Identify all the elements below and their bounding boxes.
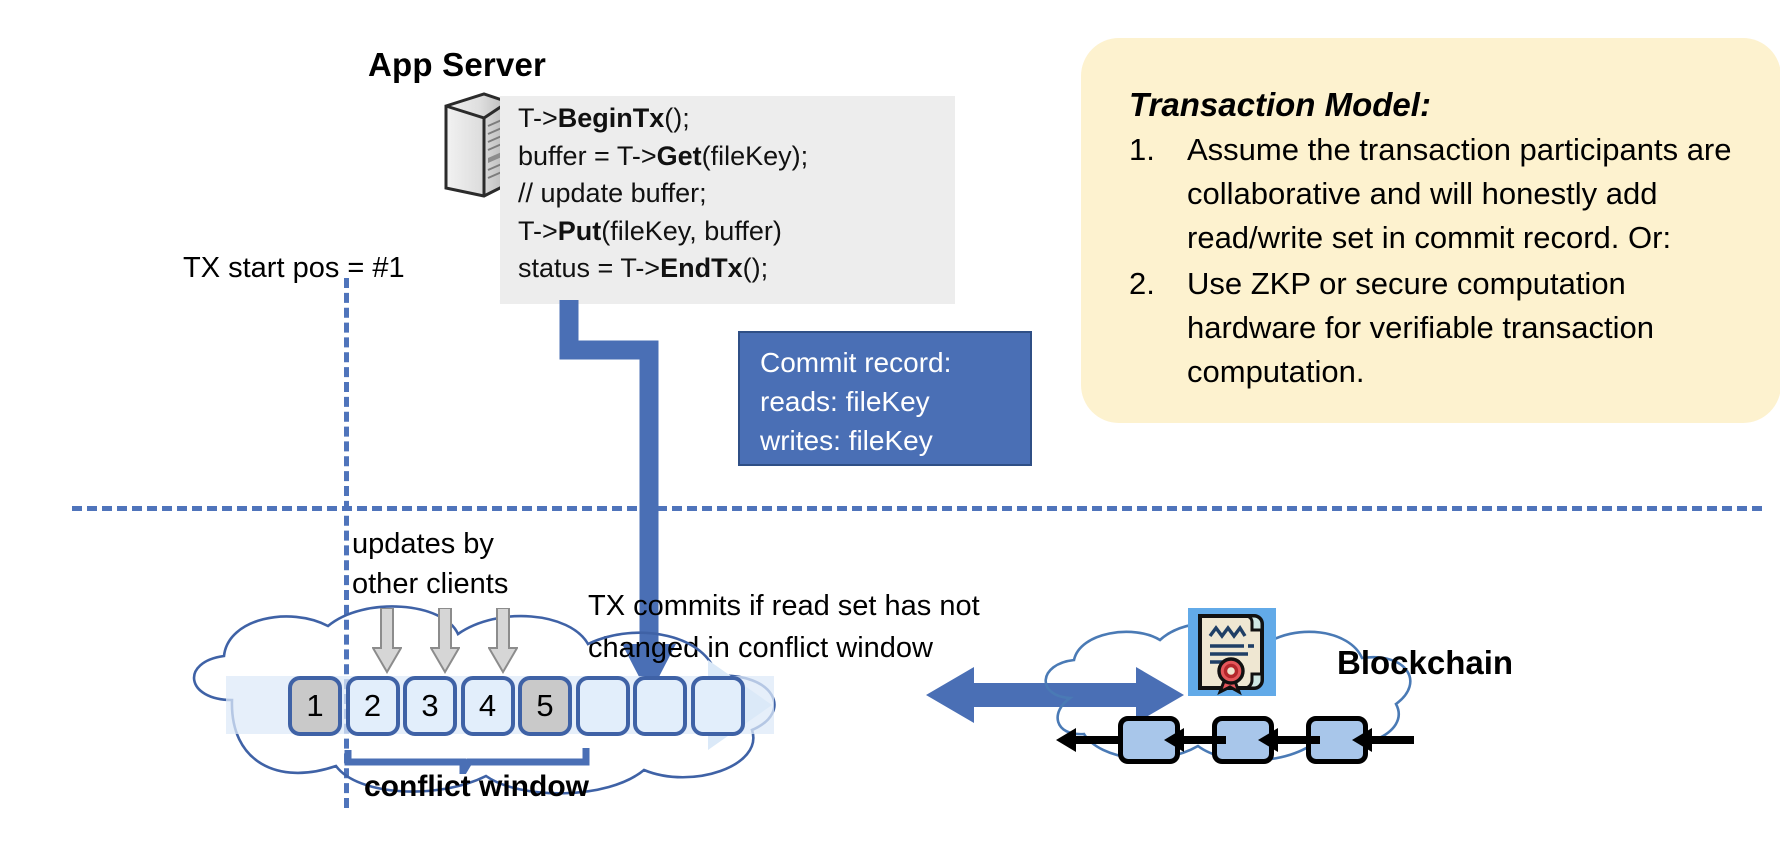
blockchain-label: Blockchain (1337, 644, 1514, 681)
commit-record-writes: writes: fileKey (760, 425, 933, 456)
conflict-window-brace (344, 748, 594, 785)
ledger-block: 1 (288, 676, 342, 736)
updates-label-line1: updates by (352, 528, 494, 560)
code-line: T->Put(fileKey, buffer) (518, 215, 782, 246)
code-lines: T->BeginTx(); buffer = T->Get(fileKey); //… (518, 100, 958, 288)
list-text: Assume the transaction participants are … (1187, 132, 1732, 255)
blockchain-link-arrow (1256, 727, 1320, 753)
tx-commits-condition-label: TX commits if read set has not changed i… (588, 585, 980, 669)
list-number: 1. (1129, 132, 1155, 167)
transaction-model-item: 2. Use ZKP or secure computation hardware… (1129, 262, 1755, 394)
ledger-block: 4 (460, 676, 515, 736)
transaction-model-item: 1. Assume the transaction participants ar… (1129, 128, 1755, 260)
tx-start-dashed-line (344, 278, 349, 808)
commit-record-reads: reads: fileKey (760, 386, 930, 417)
transaction-model-title: Transaction Model: (1129, 86, 1431, 123)
update-arrow-icon (429, 607, 461, 674)
ledger-block: 2 (345, 676, 400, 736)
transaction-model-callout: Transaction Model: 1. Assume the transact… (1081, 38, 1780, 423)
updates-by-other-clients-label: updates by other clients (352, 524, 508, 604)
list-number: 2. (1129, 266, 1155, 301)
certificate-seal-icon (1188, 608, 1276, 696)
blockchain-link-arrow (1350, 727, 1414, 753)
ledger-block (575, 676, 630, 736)
code-line: // update buffer; (518, 178, 707, 208)
ledger-block (633, 676, 687, 736)
blockchain-link-arrow (1162, 727, 1226, 753)
commit-record-title: Commit record: (760, 347, 952, 378)
commit-flow-arrow (556, 300, 716, 710)
list-text: Use ZKP or secure computation hardware f… (1187, 266, 1654, 389)
conflict-window-label: conflict window (364, 770, 589, 803)
ledger-block: 5 (518, 676, 572, 736)
code-line: T->BeginTx(); (518, 103, 690, 133)
blockchain-link-arrow (1054, 727, 1118, 753)
commit-record-box: Commit record: reads: fileKey writes: fi… (738, 331, 1032, 466)
code-line: buffer = T->Get(fileKey); (518, 140, 809, 171)
transaction-model-list: 1. Assume the transaction participants ar… (1129, 128, 1755, 394)
ledger-block (690, 676, 745, 736)
tx-commits-line1: TX commits if read set has not (588, 590, 980, 622)
update-arrow-icon (371, 607, 403, 674)
code-panel (500, 96, 955, 304)
tx-commits-line2: changed in conflict window (588, 632, 933, 664)
app-server-title: App Server (368, 46, 547, 83)
tx-start-pos-label: TX start pos = #1 (183, 252, 405, 284)
updates-label-line2: other clients (352, 568, 509, 600)
ledger-block: 3 (403, 676, 457, 736)
update-arrow-icon (487, 607, 519, 674)
horizontal-dashed-separator (72, 506, 1762, 511)
code-line: status = T->EndTx(); (518, 253, 769, 283)
